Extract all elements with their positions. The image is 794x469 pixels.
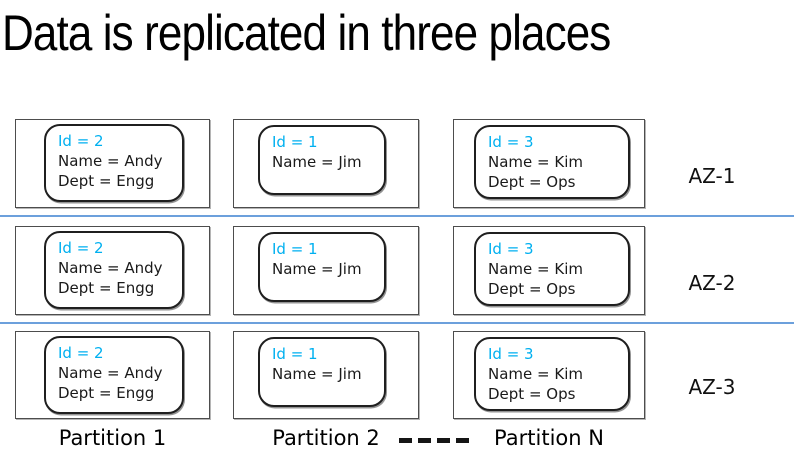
az-band-3: Id = 2 Name = Andy Dept = Engg Id = 1 Na… xyxy=(0,331,794,419)
record-name: Name = Andy xyxy=(58,259,163,277)
record-name: Name = Andy xyxy=(58,364,163,382)
replica-box: Id = 1 Name = Jim xyxy=(233,226,419,315)
record-card: Id = 2 Name = Andy Dept = Engg xyxy=(44,336,184,414)
az-band-1: Id = 2 Name = Andy Dept = Engg Id = 1 Na… xyxy=(0,119,794,208)
record-id: Id = 1 xyxy=(272,133,318,151)
record-name: Name = Jim xyxy=(272,153,362,171)
az-band-2: Id = 2 Name = Andy Dept = Engg Id = 1 Na… xyxy=(0,226,794,315)
record-id: Id = 2 xyxy=(58,344,104,362)
record-card: Id = 1 Name = Jim xyxy=(258,337,386,407)
record-id: Id = 1 xyxy=(272,345,318,363)
record-id: Id = 2 xyxy=(58,132,104,150)
record-card: Id = 3 Name = Kim Dept = Ops xyxy=(474,125,630,199)
slide-title: Data is replicated in three places xyxy=(2,5,611,61)
record-id: Id = 3 xyxy=(488,240,534,258)
record-card: Id = 2 Name = Andy Dept = Engg xyxy=(44,124,184,202)
replica-box: Id = 1 Name = Jim xyxy=(233,119,419,208)
replica-box: Id = 1 Name = Jim xyxy=(233,331,419,419)
record-dept: Dept = Ops xyxy=(488,173,576,191)
partition-label-2: Partition 2 xyxy=(272,426,380,450)
replica-box: Id = 3 Name = Kim Dept = Ops xyxy=(453,331,645,419)
record-dept: Dept = Engg xyxy=(58,172,155,190)
record-name: Name = Jim xyxy=(272,365,362,383)
replica-box: Id = 2 Name = Andy Dept = Engg xyxy=(15,331,210,419)
record-id: Id = 3 xyxy=(488,345,534,363)
record-id: Id = 2 xyxy=(58,239,104,257)
partition-label-1: Partition 1 xyxy=(58,426,167,450)
record-card: Id = 3 Name = Kim Dept = Ops xyxy=(474,337,630,411)
replica-box: Id = 3 Name = Kim Dept = Ops xyxy=(453,226,645,315)
record-card: Id = 2 Name = Andy Dept = Engg xyxy=(44,231,184,309)
record-name: Name = Kim xyxy=(488,153,583,171)
record-dept: Dept = Engg xyxy=(58,384,155,402)
az-label: AZ-3 xyxy=(688,375,736,399)
record-card: Id = 3 Name = Kim Dept = Ops xyxy=(474,232,630,306)
partition-gap-dashes-icon xyxy=(399,438,469,443)
replica-box: Id = 3 Name = Kim Dept = Ops xyxy=(453,119,645,208)
dash-icon xyxy=(399,438,412,443)
dash-icon xyxy=(456,438,469,443)
record-name: Name = Andy xyxy=(58,152,163,170)
az-label: AZ-2 xyxy=(688,270,736,295)
zone-separator-line xyxy=(0,215,794,217)
partition-label-n: Partition N xyxy=(494,426,604,450)
record-card: Id = 1 Name = Jim xyxy=(258,232,386,302)
record-card: Id = 1 Name = Jim xyxy=(258,125,386,195)
dash-icon xyxy=(437,438,450,443)
replica-box: Id = 2 Name = Andy Dept = Engg xyxy=(15,119,210,208)
dash-icon xyxy=(418,438,431,443)
record-name: Name = Kim xyxy=(488,260,583,278)
record-id: Id = 1 xyxy=(272,240,318,258)
record-dept: Dept = Ops xyxy=(488,385,576,403)
zone-separator-line xyxy=(0,322,794,324)
record-id: Id = 3 xyxy=(488,133,534,151)
record-dept: Dept = Engg xyxy=(58,279,155,297)
record-name: Name = Kim xyxy=(488,365,583,383)
record-name: Name = Jim xyxy=(272,260,362,278)
replica-box: Id = 2 Name = Andy Dept = Engg xyxy=(15,226,210,315)
az-label: AZ-1 xyxy=(688,163,736,188)
record-dept: Dept = Ops xyxy=(488,280,576,298)
